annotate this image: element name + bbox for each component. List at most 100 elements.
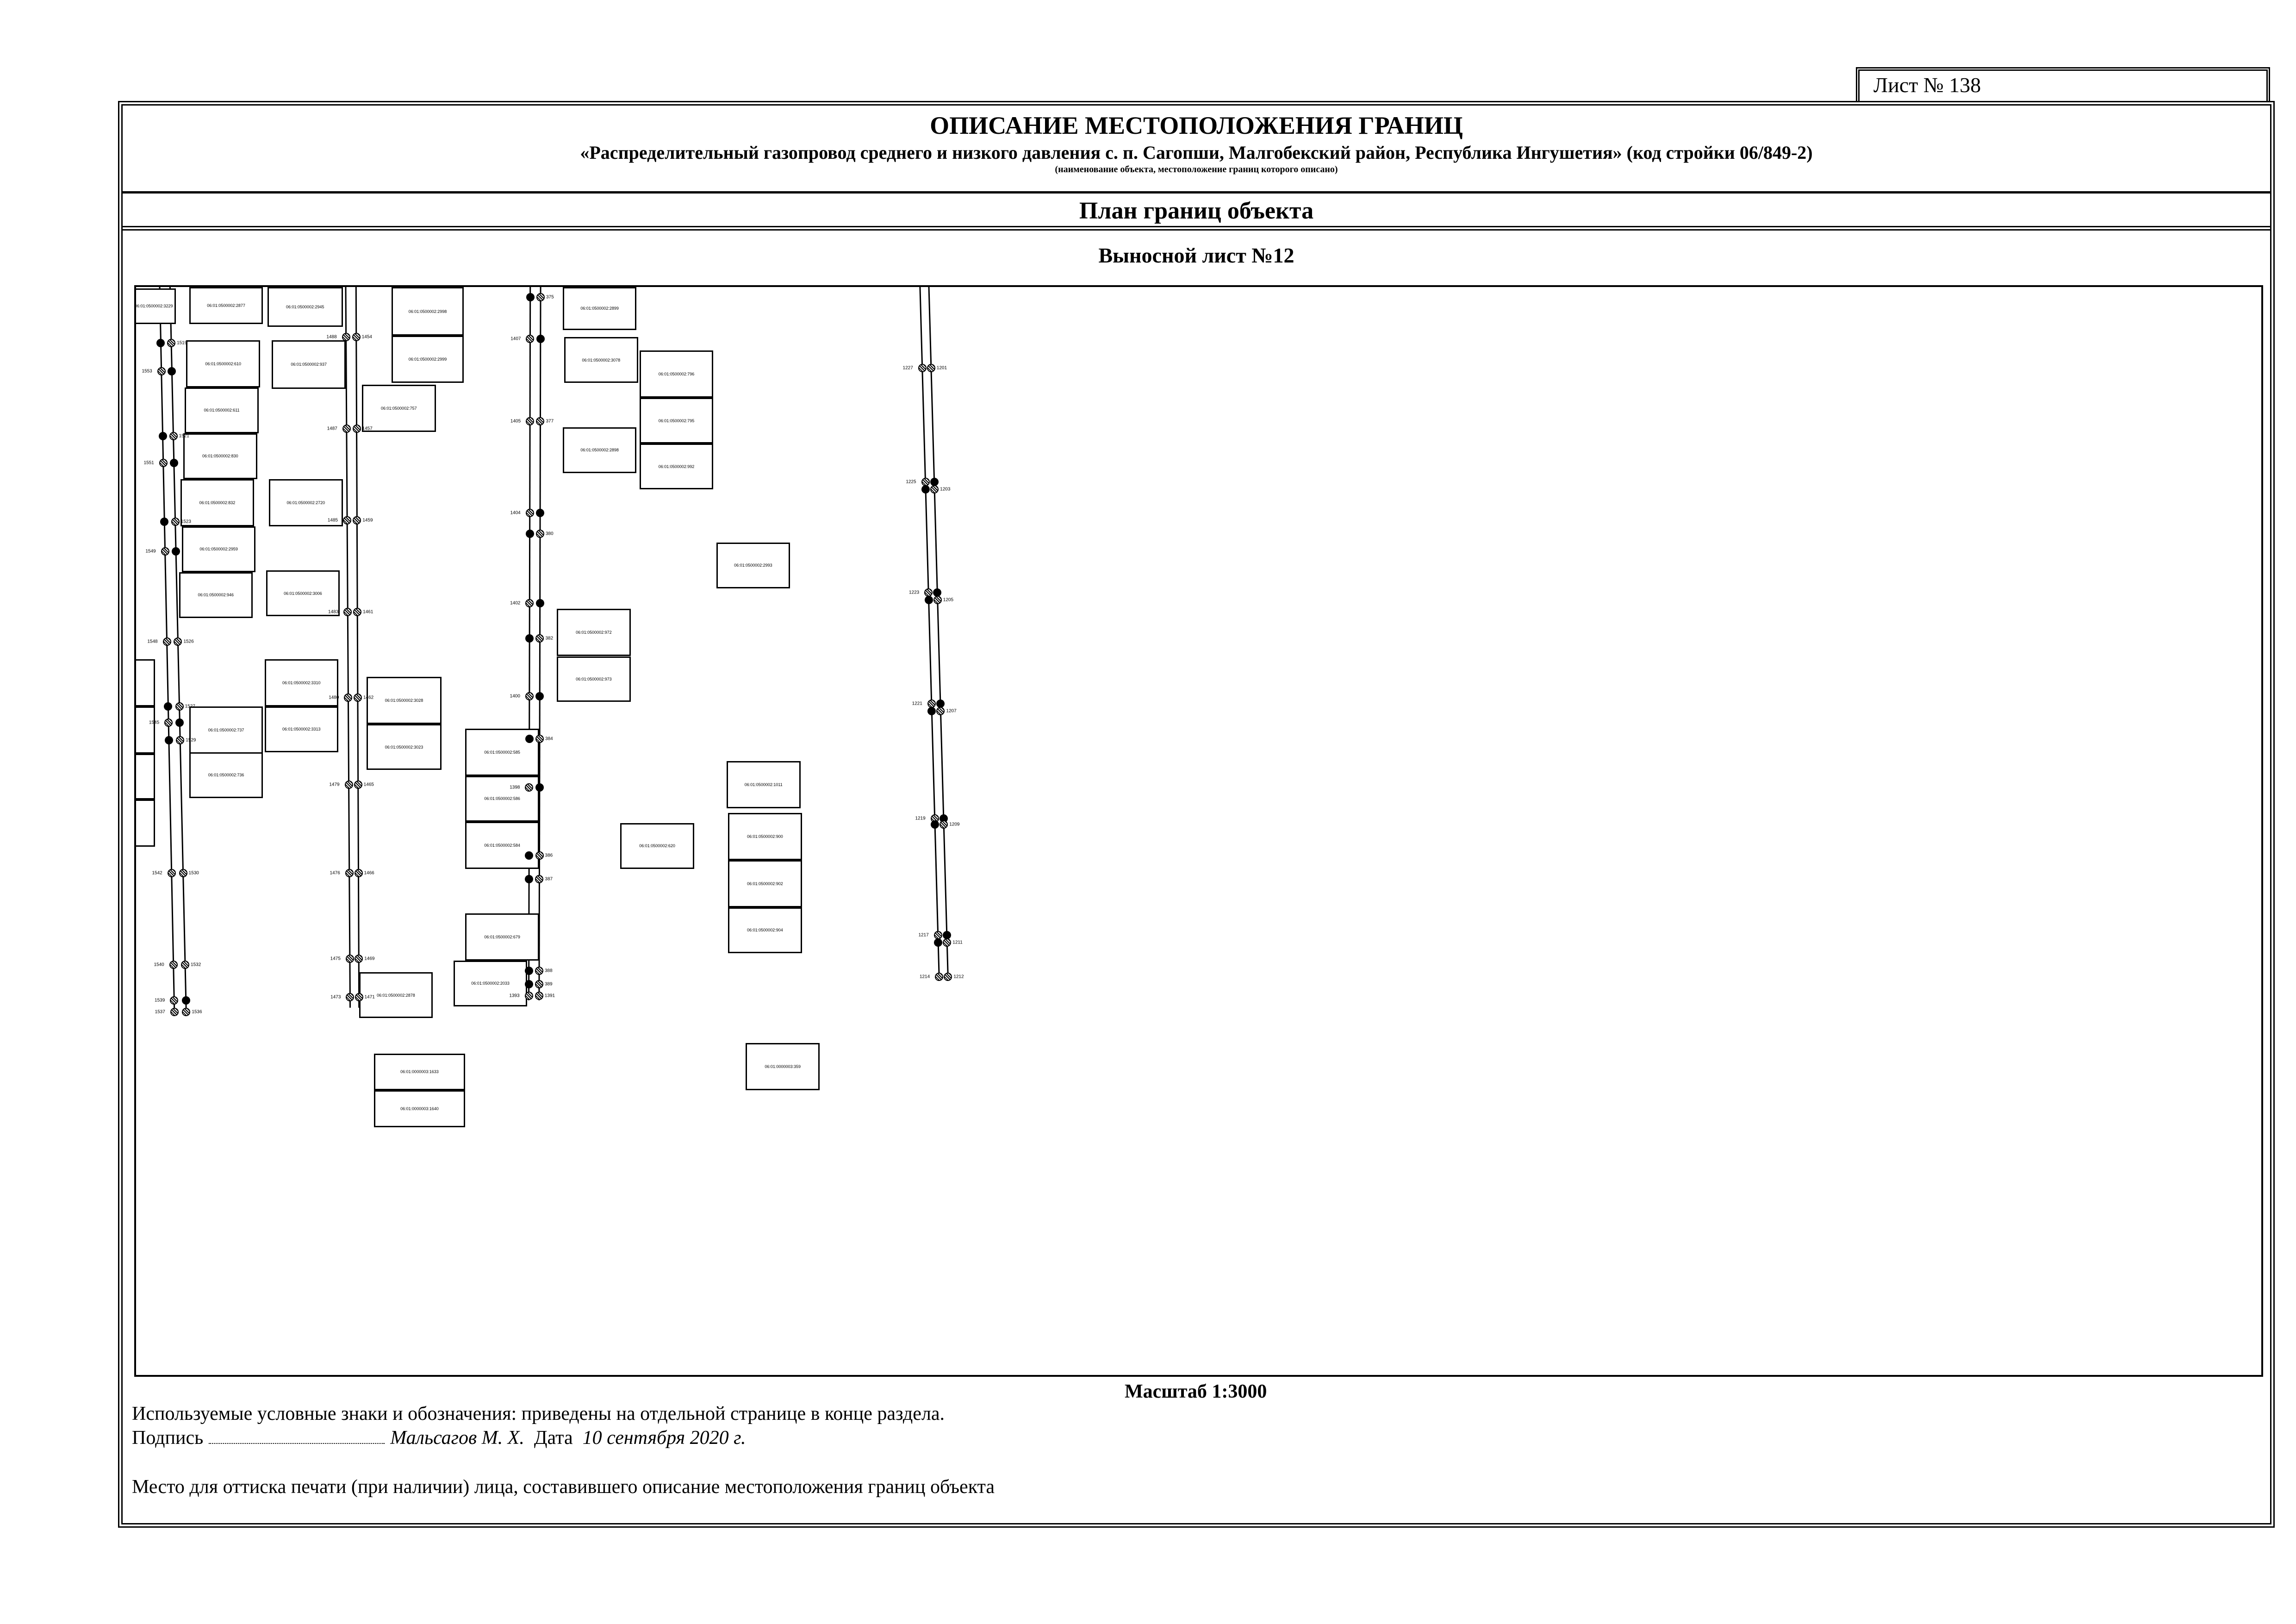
signature-line — [209, 1443, 385, 1444]
boundary-point-marker — [342, 333, 350, 342]
land-parcel: 06:01:0500002:832 — [180, 479, 255, 526]
land-parcel: 06:01:0500002:3028 — [366, 677, 442, 725]
boundary-point-marker — [933, 588, 942, 597]
parcel-cadastral-number: 06:01:0500002:2999 — [408, 357, 447, 362]
object-name: «Распределительный газопровод среднего и… — [580, 142, 1813, 163]
land-parcel: 06:01:0500002:737 — [189, 706, 263, 754]
parcel-cadastral-number: 06:01:0500002:3078 — [582, 357, 621, 362]
parcel-cadastral-number: 06:01:0500002:584 — [484, 843, 520, 848]
boundary-point-number: 1473 — [330, 994, 341, 1000]
boundary-point-marker — [169, 961, 178, 969]
boundary-point-marker — [535, 980, 543, 988]
plan-title: План границ объекта — [123, 194, 2270, 231]
parcel-cadastral-number: 06:01:0500002:2720 — [286, 500, 325, 505]
boundary-point-marker — [354, 869, 363, 878]
boundary-point-marker — [172, 547, 180, 556]
boundary-point-marker — [525, 529, 534, 538]
boundary-point-marker — [940, 820, 948, 829]
boundary-point-marker — [346, 993, 355, 1002]
land-parcel: 06:01:0500002:3078 — [564, 337, 638, 383]
land-parcel: 06:01:0500002:620 — [620, 823, 694, 869]
boundary-point-marker — [157, 367, 166, 375]
outer-frame — [118, 101, 2275, 1528]
boundary-point-number: 1471 — [364, 994, 375, 1000]
boundary-point-marker — [344, 693, 353, 702]
boundary-point-marker — [352, 333, 361, 342]
land-parcel: 06:01:0500002:972 — [557, 609, 631, 656]
date-label: Дата — [534, 1427, 573, 1449]
boundary-point-number: 1469 — [364, 956, 375, 962]
boundary-point-marker — [921, 485, 930, 494]
parcel-cadastral-number: 06:01:0000003:1633 — [400, 1069, 439, 1074]
boundary-point-number: 1480 — [329, 695, 339, 700]
boundary-point-number: 1527 — [185, 704, 195, 709]
land-parcel: 06:01:0500002:2998 — [391, 287, 464, 336]
boundary-point-marker — [536, 509, 545, 518]
boundary-point-number: 389 — [544, 981, 553, 987]
parcel-cadastral-number: 06:01:0500002:2877 — [207, 303, 245, 308]
land-parcel: 06:01:0500002:2993 — [716, 542, 790, 588]
boundary-point-marker — [936, 699, 945, 708]
parcel-cadastral-number: 06:01:0500002:585 — [484, 750, 520, 755]
boundary-point-marker — [164, 718, 173, 727]
boundary-point-marker — [353, 693, 362, 702]
boundary-point-marker — [353, 607, 362, 616]
land-parcel: 06:01:0500002:3229 — [136, 288, 176, 324]
boundary-point-number: 1487 — [327, 426, 337, 431]
pipeline-boundary-line — [355, 287, 360, 1008]
land-parcel — [136, 754, 156, 800]
land-parcel: 06:01:0500002:2899 — [562, 287, 637, 330]
boundary-point-number: 1476 — [330, 870, 340, 876]
boundary-point-number: 1539 — [155, 998, 165, 1003]
parcel-cadastral-number: 06:01:0500002:972 — [576, 630, 612, 635]
boundary-point-marker — [935, 972, 944, 981]
parcel-cadastral-number: 06:01:0500002:2878 — [377, 993, 415, 998]
parcel-cadastral-number: 06:01:0500002:2898 — [580, 448, 619, 453]
parcel-cadastral-number: 06:01:0500002:3023 — [385, 744, 423, 750]
boundary-point-number: 1404 — [510, 510, 521, 516]
parcel-cadastral-number: 06:01:0500002:610 — [205, 361, 241, 366]
boundary-point-number: 1211 — [952, 940, 963, 945]
pipeline-lines — [159, 287, 949, 1015]
boundary-point-number: 1207 — [946, 708, 957, 714]
boundary-point-number: 1488 — [326, 334, 337, 340]
boundary-point-marker — [160, 518, 169, 526]
pipeline-boundary-line — [159, 287, 175, 1015]
signer-name: Мальсагов М. Х. — [390, 1427, 524, 1449]
parcel-cadastral-number: 06:01:0500002:946 — [198, 593, 234, 598]
boundary-point-marker — [162, 637, 171, 646]
boundary-point-number: 1462 — [363, 695, 374, 700]
parcel-cadastral-number: 06:01:0500002:3313 — [282, 727, 321, 732]
parcel-cadastral-number: 06:01:0500002:902 — [747, 881, 783, 886]
parcel-cadastral-number: 06:01:0500002:2959 — [199, 547, 238, 552]
boundary-point-marker — [525, 509, 534, 518]
boundary-point-marker — [525, 851, 534, 860]
date-value: 10 сентября 2020 г. — [582, 1427, 746, 1449]
boundary-point-marker — [535, 783, 544, 792]
boundary-point-number: 1526 — [183, 639, 194, 644]
boundary-point-marker — [536, 334, 545, 343]
boundary-point-marker — [175, 702, 184, 711]
boundary-point-marker — [355, 955, 363, 963]
boundary-point-marker — [535, 966, 543, 975]
boundary-point-number: 1542 — [152, 870, 162, 876]
land-parcel — [136, 659, 156, 706]
boundary-point-number: 1545 — [149, 720, 160, 725]
boundary-point-number: 1203 — [940, 487, 951, 492]
parcel-cadastral-number: 06:01:0500002:679 — [484, 934, 520, 939]
land-parcel: 06:01:0500002:3023 — [366, 724, 442, 770]
land-parcel: 06:01:0000003:359 — [746, 1043, 820, 1091]
land-parcel: 06:01:0500002:900 — [728, 812, 802, 860]
boundary-point-marker — [525, 692, 534, 700]
boundary-point-number: 1548 — [147, 639, 158, 644]
boundary-point-marker — [342, 425, 351, 433]
boundary-point-number: 1466 — [364, 870, 374, 876]
parcel-cadastral-number: 06:01:0500002:3006 — [284, 591, 322, 596]
land-parcel: 06:01:0500002:946 — [179, 572, 253, 618]
boundary-point-number: 1201 — [936, 365, 947, 371]
pipeline-boundary-line — [538, 287, 541, 1000]
boundary-point-number: 387 — [545, 876, 553, 882]
boundary-point-number: 1461 — [363, 609, 373, 615]
land-parcel: 06:01:0500002:902 — [728, 860, 802, 907]
parcel-cadastral-number: 06:01:0500002:757 — [381, 406, 417, 411]
